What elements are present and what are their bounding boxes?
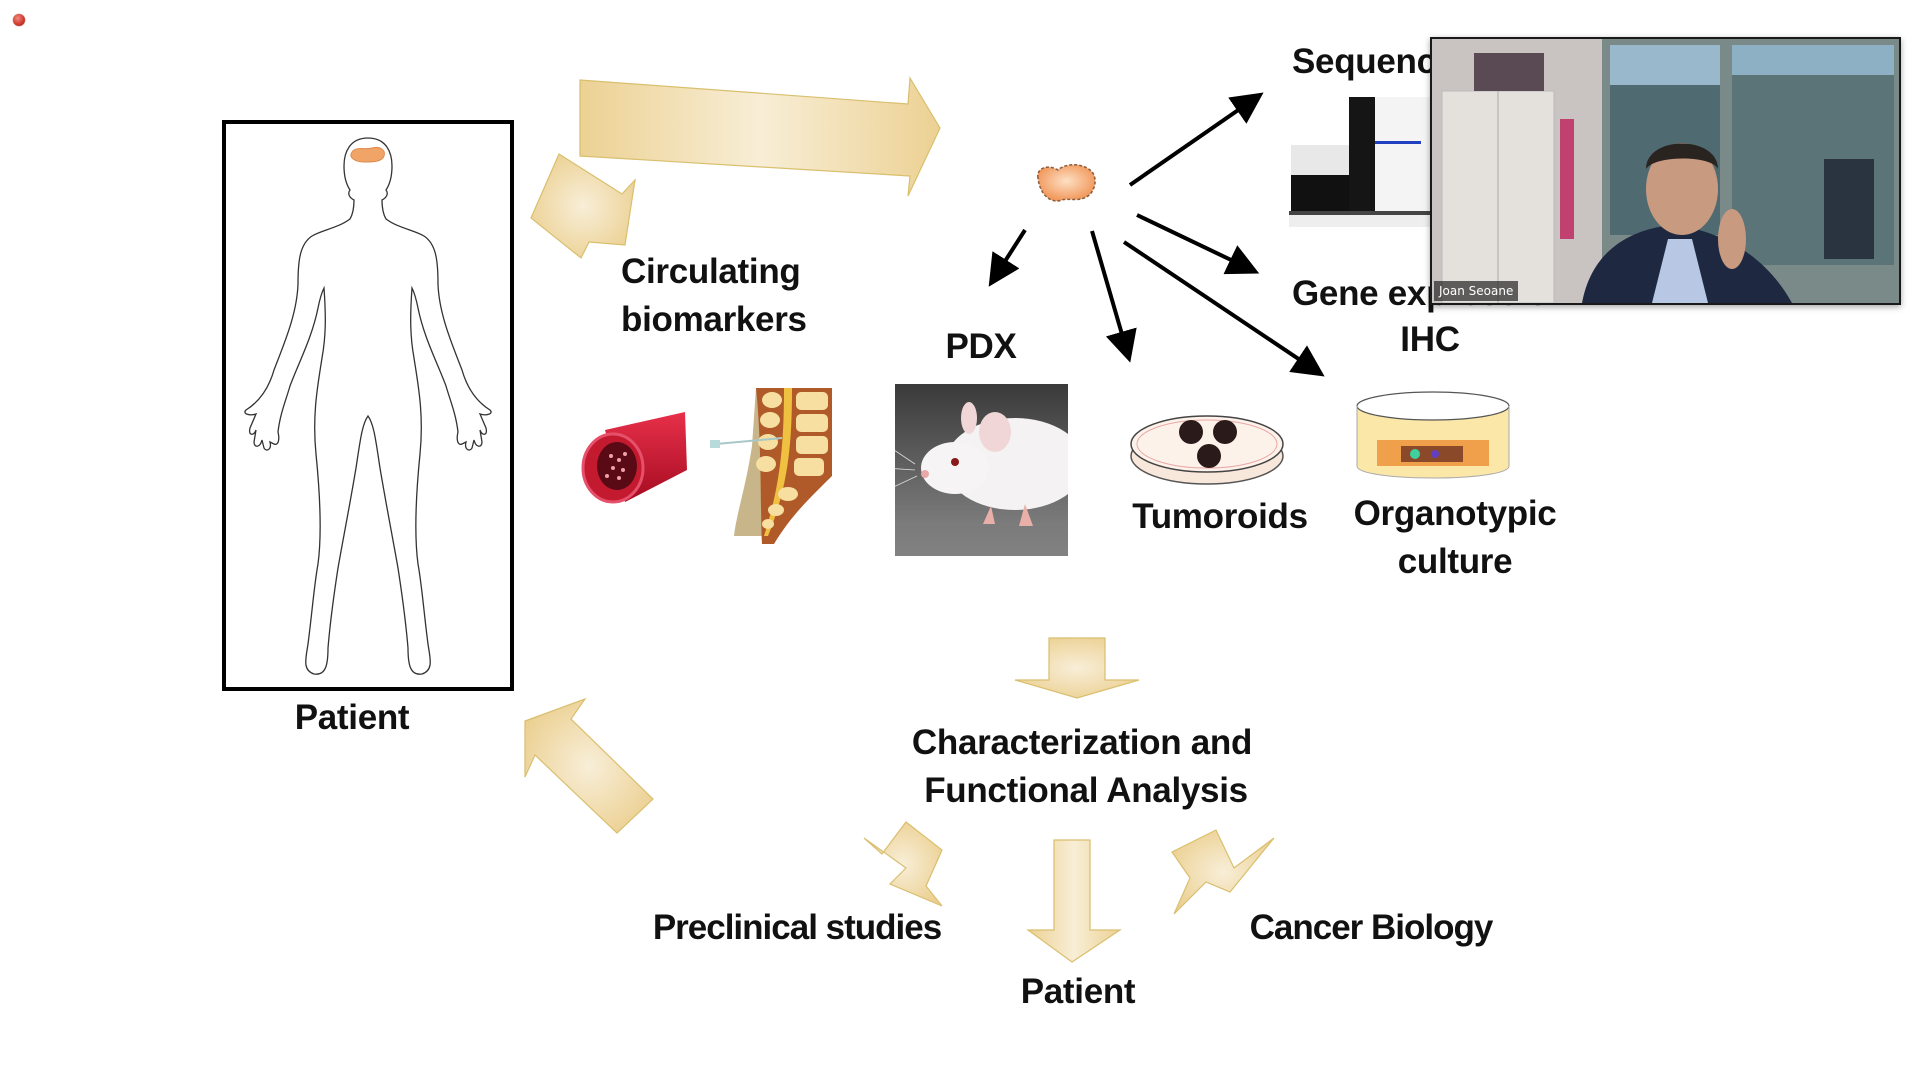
patient-figure-box xyxy=(222,120,514,691)
arrow-to-organotypic xyxy=(1122,240,1325,377)
spine-lumbar-puncture-icon xyxy=(710,388,832,544)
arrow-to-patient-icon xyxy=(1026,839,1122,963)
big-right-arrow-icon xyxy=(579,76,941,197)
pdx-label: PDX xyxy=(945,327,1017,366)
organotypic-culture-dish-icon xyxy=(1356,391,1510,479)
circulating-label-line2: biomarkers xyxy=(621,300,807,339)
mouse-icon xyxy=(895,402,1068,556)
participant-video-tile[interactable]: Joan Seoane xyxy=(1430,37,1901,305)
organotypic-label-line1: Organotypic xyxy=(1353,494,1557,533)
pdx-mouse-image xyxy=(895,384,1068,556)
down-arrow-characterization-icon xyxy=(1014,637,1140,699)
arrow-to-sequencing xyxy=(1128,92,1264,187)
return-to-patient-arrow-icon xyxy=(524,697,654,834)
brain-tumor-icon xyxy=(350,147,385,163)
tumor-branch-arrows xyxy=(988,92,1325,377)
arrow-to-gene-expression xyxy=(1136,213,1260,275)
biomarkers-arrow-icon xyxy=(530,153,636,259)
preclinical-studies-label: Preclinical studies xyxy=(652,908,942,947)
tumor-sample-icon xyxy=(1037,164,1096,202)
cancer-biology-label: Cancer Biology xyxy=(1249,908,1494,947)
video-feed-image xyxy=(1432,39,1899,303)
arrow-to-pdx xyxy=(988,228,1027,287)
tumoroids-label: Tumoroids xyxy=(1132,497,1308,536)
arrow-to-preclinical-icon xyxy=(863,821,943,907)
human-body-outline-icon xyxy=(244,137,492,675)
patient-outcome-label: Patient xyxy=(1020,972,1136,1011)
organotypic-label-line2: culture xyxy=(1397,542,1513,581)
blood-vessel-icon xyxy=(581,412,687,504)
participant-name-tag: Joan Seoane xyxy=(1434,281,1519,301)
sequencer-machine-icon xyxy=(1289,97,1439,227)
characterization-label-line2: Functional Analysis xyxy=(924,771,1248,810)
tumoroids-petri-dish-icon xyxy=(1130,415,1284,485)
characterization-label-line1: Characterization and xyxy=(911,723,1253,762)
patient-label: Patient xyxy=(294,698,410,737)
ihc-label: IHC xyxy=(1400,320,1460,359)
recording-indicator-icon xyxy=(13,14,25,26)
arrow-to-cancer-biology-icon xyxy=(1171,829,1275,915)
arrow-to-tumoroids xyxy=(1090,230,1137,363)
circulating-label-line1: Circulating xyxy=(621,252,801,291)
